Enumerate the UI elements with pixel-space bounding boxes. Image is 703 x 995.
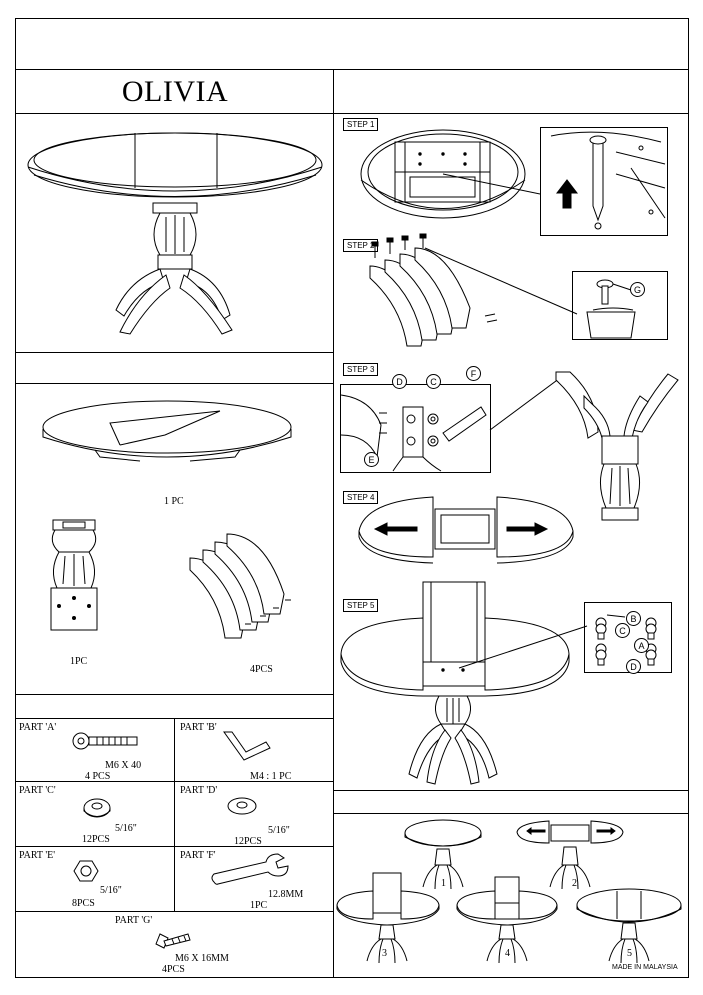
part-c-quantity: 12PCS <box>82 834 110 845</box>
step-3-detail <box>340 384 491 473</box>
left-divider-1 <box>15 352 333 353</box>
step-1-label: STEP 1 <box>343 118 379 131</box>
callout-f-step3: F <box>466 366 481 381</box>
step-1-detail <box>540 127 668 236</box>
part-d-quantity: 12PCS <box>234 836 262 847</box>
product-title: OLIVIA <box>121 75 229 108</box>
part-a-size: M6 X 40 <box>105 760 142 771</box>
wrench-icon <box>208 852 292 892</box>
step-4-illustration <box>355 493 580 568</box>
part-f-size: 12.8MM <box>268 889 304 900</box>
step-1-detail-illustration <box>541 128 667 235</box>
hex-nut-icon <box>73 858 99 884</box>
step-5-illustration <box>335 578 580 788</box>
left-divider-3 <box>15 694 333 695</box>
column-divider <box>333 69 334 978</box>
part-e-size: 5/16" <box>100 885 122 896</box>
part-g-size: M6 X 16MM <box>175 953 229 964</box>
sequence-number-5: 5 <box>627 948 632 959</box>
sequence-number-3: 3 <box>382 948 387 959</box>
allen-key-icon <box>220 726 272 760</box>
page-frame <box>15 18 689 978</box>
sequence-illustration <box>335 815 687 975</box>
step-2-illustration <box>365 236 585 356</box>
callout-c-step5: C <box>615 623 630 638</box>
screw-icon <box>154 926 194 950</box>
pedestal-illustration <box>45 518 105 638</box>
assembled-table-illustration <box>20 120 330 345</box>
tabletop-quantity: 1 PC <box>164 496 184 507</box>
part-b-label: PART 'B' <box>180 722 217 733</box>
sequence-number-1: 1 <box>441 878 446 889</box>
part-e-quantity: 8PCS <box>72 898 95 909</box>
part-a-quantity: 4 PCS <box>85 771 111 782</box>
parts-col-divider <box>174 718 175 911</box>
part-e-label: PART 'E' <box>19 850 56 861</box>
right-divider-1 <box>333 790 689 791</box>
callout-c-step3: C <box>426 374 441 389</box>
step-1-illustration <box>355 122 535 232</box>
step-5-detail-illustration <box>585 603 671 672</box>
callout-b-step5: B <box>626 611 641 626</box>
parts-row-3 <box>15 911 333 912</box>
spring-washer-icon <box>82 796 112 820</box>
part-b-size: M4 : 1 PC <box>250 771 292 782</box>
left-divider-2 <box>15 383 333 384</box>
callout-d-step3: D <box>392 374 407 389</box>
part-g-label: PART 'G' <box>115 915 153 926</box>
step-2-label: STEP 2 <box>343 239 379 252</box>
legs-quantity: 4PCS <box>250 664 273 675</box>
right-divider-2 <box>333 813 689 814</box>
tabletop-illustration <box>40 395 295 470</box>
step-3-detail-illustration <box>341 385 490 472</box>
part-c-size: 5/16" <box>115 823 137 834</box>
part-f-quantity: 1PC <box>250 900 268 911</box>
step-3-pedestal-illustration <box>490 368 685 528</box>
sequence-number-2: 2 <box>572 878 577 889</box>
pedestal-quantity: 1PC <box>70 656 88 667</box>
step-2-detail-illustration <box>573 272 667 339</box>
step-3-label: STEP 3 <box>343 363 379 376</box>
step-4-label: STEP 4 <box>343 491 379 504</box>
step-5-label: STEP 5 <box>343 599 379 612</box>
part-a-label: PART 'A' <box>19 722 57 733</box>
bolt-icon <box>72 730 142 752</box>
step-2-detail <box>572 271 668 340</box>
flat-washer-icon <box>226 796 258 816</box>
callout-g: G <box>630 282 645 297</box>
callout-a-step5: A <box>634 638 649 653</box>
callout-d-step5: D <box>626 659 641 674</box>
header-divider <box>15 69 689 70</box>
made-in-label: MADE IN MALAYSIA <box>612 964 678 971</box>
sequence-number-4: 4 <box>505 948 510 959</box>
part-f-label: PART 'F' <box>180 850 216 861</box>
part-g-quantity: 4PCS <box>162 964 185 975</box>
title-divider <box>15 113 689 114</box>
part-c-label: PART 'C' <box>19 785 56 796</box>
part-d-size: 5/16" <box>268 825 290 836</box>
legs-illustration <box>185 528 295 648</box>
part-d-label: PART 'D' <box>180 785 218 796</box>
callout-e-step3: E <box>364 452 379 467</box>
